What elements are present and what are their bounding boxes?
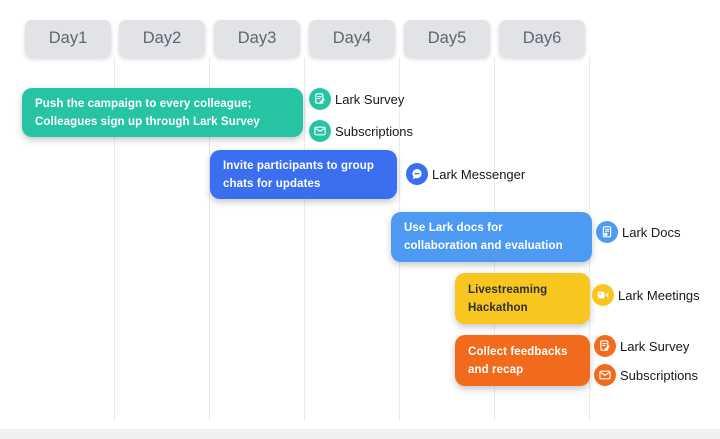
grid-line	[304, 57, 305, 421]
tool-tag-lark-meetings: Lark Meetings	[592, 284, 700, 306]
tab-day1[interactable]: Day1	[25, 20, 111, 57]
task-bar-docs[interactable]: Use Lark docs for collaboration and eval…	[391, 212, 592, 262]
tab-day5[interactable]: Day5	[404, 20, 490, 57]
task-bar-campaign[interactable]: Push the campaign to every colleague; Co…	[22, 88, 303, 137]
tool-tag-lark-docs: Lark Docs	[596, 221, 681, 243]
tool-tag-lark-survey: Lark Survey	[594, 335, 689, 357]
task-bar-label: Livestreaming Hackathon	[468, 283, 548, 314]
tool-label: Subscriptions	[335, 123, 414, 139]
tool-tag-subscriptions: Subscriptions	[594, 364, 698, 386]
grid-line	[209, 57, 210, 421]
page-bottom-strip	[0, 429, 720, 439]
tool-label: Lark Meetings	[618, 287, 700, 303]
task-bar-feedback[interactable]: Collect feedbacks and recap	[455, 335, 590, 386]
task-bar-livestream[interactable]: Livestreaming Hackathon	[455, 273, 590, 324]
tool-label: Lark Survey	[620, 338, 690, 354]
survey-icon	[594, 335, 616, 357]
task-bar-label: Collect feedbacks and recap	[468, 345, 568, 376]
tool-label: Lark Survey	[335, 91, 405, 107]
tool-label: Subscriptions	[620, 367, 699, 383]
tool-tag-lark-survey: Lark Survey	[309, 88, 404, 110]
tool-tag-subscriptions: Subscriptions	[309, 120, 413, 142]
tab-day6[interactable]: Day6	[499, 20, 585, 57]
task-bar-invite[interactable]: Invite participants to group chats for u…	[210, 150, 397, 199]
tab-day2[interactable]: Day2	[119, 20, 205, 57]
task-bar-label: Use Lark docs for collaboration and eval…	[404, 222, 563, 252]
subscriptions-icon	[309, 120, 331, 142]
task-bar-label: Invite participants to group chats for u…	[223, 159, 375, 190]
tab-day4[interactable]: Day4	[309, 20, 395, 57]
docs-icon	[596, 221, 618, 243]
task-bar-label: Push the campaign to every colleague; Co…	[35, 97, 260, 128]
survey-icon	[309, 88, 331, 110]
tab-day3[interactable]: Day3	[214, 20, 300, 57]
tool-label: Lark Messenger	[432, 166, 526, 182]
messenger-icon	[406, 163, 428, 185]
subscriptions-icon	[594, 364, 616, 386]
tool-label: Lark Docs	[622, 224, 681, 240]
meetings-icon	[592, 284, 614, 306]
tool-tag-lark-messenger: Lark Messenger	[406, 163, 525, 185]
grid-line	[114, 57, 115, 421]
